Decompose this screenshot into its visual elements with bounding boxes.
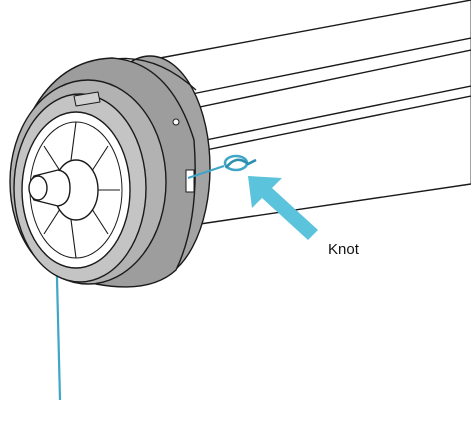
callout-arrow	[248, 176, 318, 240]
end-cap-illustration	[9, 55, 211, 288]
roller-tube-illustration	[159, 0, 471, 225]
knot-label: Knot	[328, 241, 360, 258]
knot-illustration	[223, 154, 257, 172]
